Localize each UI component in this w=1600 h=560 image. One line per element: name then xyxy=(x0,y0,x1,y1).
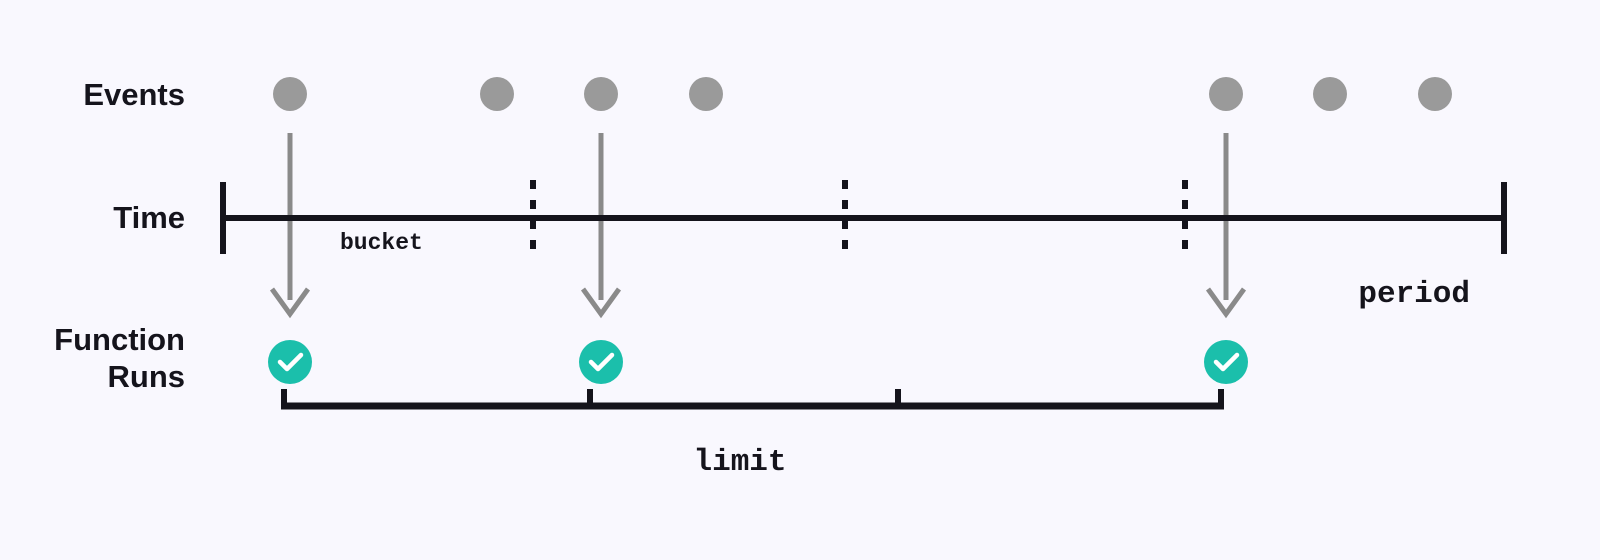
event-dot xyxy=(480,77,514,111)
event-dots xyxy=(273,77,1452,111)
trigger-arrow-1 xyxy=(269,133,311,319)
event-dot xyxy=(273,77,307,111)
bucket-annotation: bucket xyxy=(340,230,423,256)
success-circle xyxy=(268,340,312,384)
check-icon xyxy=(1213,352,1240,372)
time-axis xyxy=(220,182,1507,254)
period-annotation: period xyxy=(1358,277,1470,312)
trigger-arrow-3 xyxy=(1205,133,1247,319)
event-dot xyxy=(584,77,618,111)
limit-annotation: limit xyxy=(693,445,786,480)
check-icon xyxy=(277,352,304,372)
success-circle xyxy=(1204,340,1248,384)
function-runs-row-label-line1: Function xyxy=(54,322,185,357)
function-run-success-badge xyxy=(1204,340,1248,384)
trigger-arrow-2 xyxy=(580,133,622,319)
function-runs-row-label-line2: Runs xyxy=(108,359,186,394)
event-dot xyxy=(1418,77,1452,111)
events-row-label: Events xyxy=(83,77,185,112)
time-row-label: Time xyxy=(113,200,185,235)
limit-bracket xyxy=(281,389,1224,410)
function-run-success-badge xyxy=(268,340,312,384)
function-run-success-badge xyxy=(579,340,623,384)
event-dot xyxy=(689,77,723,111)
event-dot xyxy=(1313,77,1347,111)
event-to-run-arrows xyxy=(269,133,1247,319)
success-circle xyxy=(579,340,623,384)
event-dot xyxy=(1209,77,1243,111)
check-icon xyxy=(588,352,615,372)
bucket-dividers xyxy=(530,180,1188,254)
function-run-badges xyxy=(268,340,1248,384)
